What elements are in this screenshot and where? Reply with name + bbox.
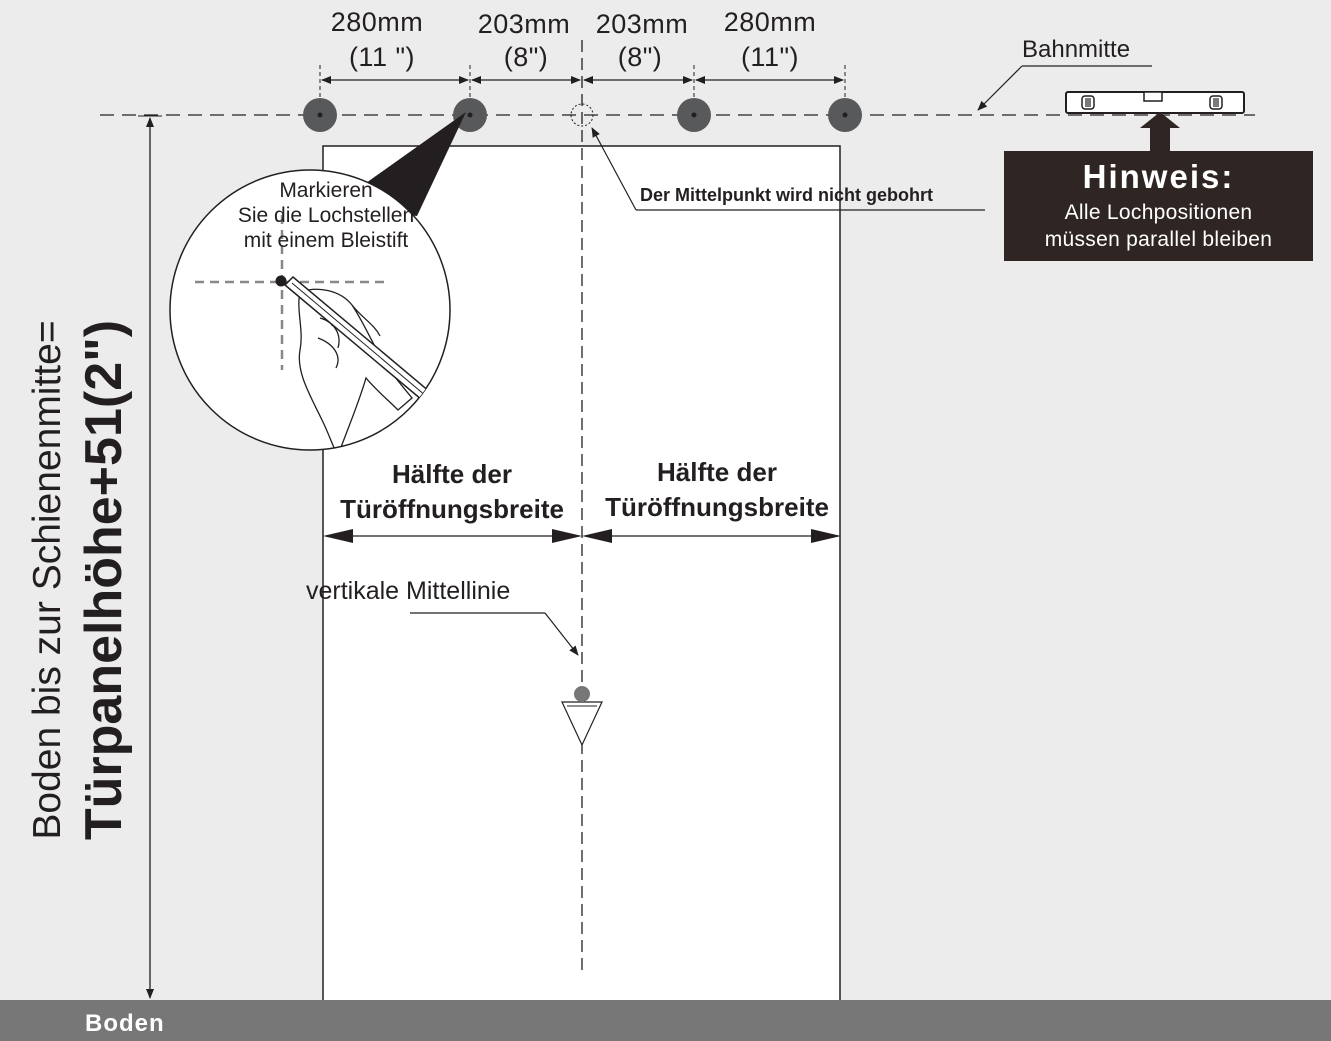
drill-hole-1 [303, 98, 337, 132]
plumb-bob-icon [561, 686, 603, 747]
mark-holes-line-1: Markieren [279, 179, 373, 202]
dimension-4-inch: (11") [740, 42, 800, 72]
dimension-1-inch: (11 ") [348, 42, 416, 72]
track-center-label: Bahnmitte [1022, 36, 1131, 63]
note-line-1: Alle Lochpositionen [1064, 201, 1253, 224]
dimension-3-inch: (8") [617, 42, 663, 72]
vertical-centerline-leader [410, 612, 579, 656]
track-center-leader [977, 65, 1152, 111]
half-width-left-label: Hälfte der Türöffnungsbreite [323, 457, 581, 527]
spirit-level-icon [1065, 91, 1245, 114]
height-formula-line-1: Boden bis zur Schienenmitte= [26, 320, 69, 840]
note-box: Hinweis: Alle Lochpositionen müssen para… [1004, 151, 1313, 261]
drill-hole-2 [453, 98, 487, 132]
half-width-left-sub: Türöffnungsbreite [340, 494, 564, 524]
half-width-right-sub: Türöffnungsbreite [605, 492, 829, 522]
half-width-left-title: Hälfte der [392, 459, 512, 489]
floor-bar: Boden [0, 1000, 1331, 1041]
note-arrow [1140, 112, 1180, 151]
center-not-drilled-label: Der Mittelpunkt wird nicht gebohrt [640, 185, 933, 205]
drill-hole-4 [828, 98, 862, 132]
dimension-1-mm: 280mm [330, 7, 424, 37]
mark-holes-line-3: mit einem Bleistift [243, 229, 409, 252]
center-point-marker [570, 103, 594, 127]
height-formula-line-2: Türpanelhöhe+51(2") [75, 319, 133, 841]
drill-hole-3 [677, 98, 711, 132]
pencil-callout [169, 112, 466, 451]
dimension-2-inch: (8") [503, 42, 549, 72]
note-line-2: müssen parallel bleiben [1044, 228, 1273, 251]
mark-holes-label: Markieren Sie die Lochstellen mit einem … [196, 178, 456, 253]
mark-holes-line-2: Sie die Lochstellen [237, 204, 415, 227]
dimension-extension-lines [319, 65, 846, 100]
half-width-right-title: Hälfte der [657, 457, 777, 487]
dimension-2-mm: 203mm [477, 9, 571, 39]
center-not-drilled-leader [591, 127, 985, 211]
dimension-4-mm: 280mm [723, 7, 817, 37]
dimension-3-mm: 203mm [595, 9, 689, 39]
half-width-right-label: Hälfte der Türöffnungsbreite [586, 455, 848, 525]
note-title: Hinweis: [1082, 158, 1235, 195]
floor-label: Boden [85, 1010, 165, 1037]
height-formula: Boden bis zur Schienenmitte= Türpanelhöh… [26, 320, 134, 840]
vertical-centerline-label: vertikale Mittellinie [306, 577, 511, 605]
